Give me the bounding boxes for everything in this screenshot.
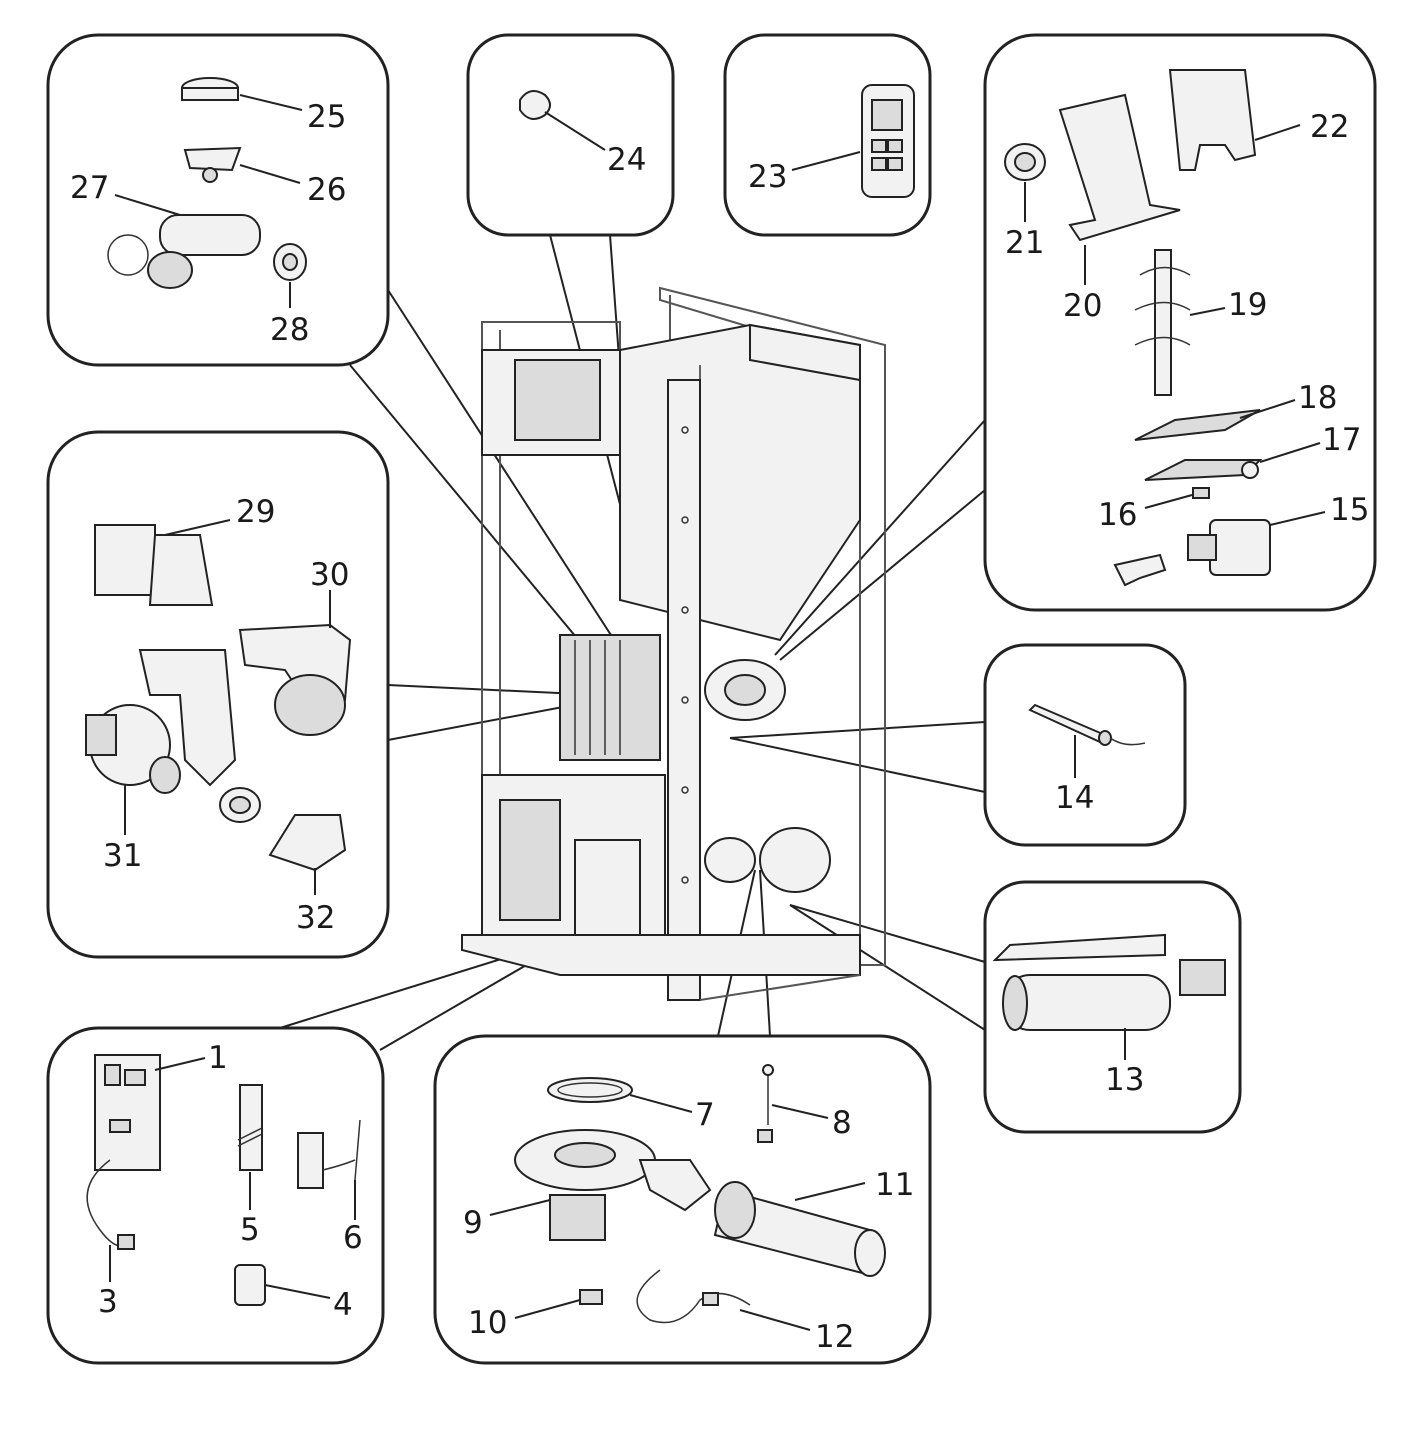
label-15: 15	[1330, 492, 1369, 528]
label-7: 7	[695, 1097, 715, 1133]
label-28: 28	[270, 312, 309, 348]
label-20: 20	[1063, 288, 1102, 324]
label-4: 4	[333, 1287, 353, 1323]
label-9: 9	[463, 1205, 483, 1241]
label-30: 30	[310, 557, 349, 593]
label-21: 21	[1005, 225, 1044, 261]
label-12: 12	[815, 1319, 854, 1355]
label-13: 13	[1105, 1062, 1144, 1098]
label-14: 14	[1055, 780, 1094, 816]
label-16: 16	[1098, 497, 1137, 533]
label-26: 26	[307, 172, 346, 208]
label-17: 17	[1322, 422, 1361, 458]
label-32: 32	[296, 900, 335, 936]
box-part-24	[466, 33, 675, 237]
label-29: 29	[236, 494, 275, 530]
label-25: 25	[307, 99, 346, 135]
stove-frame	[461, 286, 886, 1001]
label-11: 11	[875, 1167, 914, 1203]
label-1: 1	[208, 1040, 228, 1076]
label-5: 5	[240, 1212, 260, 1248]
box-parts-7-12	[433, 1034, 932, 1365]
box-parts-1-6	[46, 1026, 385, 1365]
box-part-14	[983, 643, 1187, 847]
label-22: 22	[1310, 109, 1349, 145]
box-parts-29-32	[46, 430, 390, 959]
box-parts-25-28	[46, 33, 390, 367]
label-10: 10	[468, 1305, 507, 1341]
label-8: 8	[832, 1105, 852, 1141]
box-part-23	[723, 33, 932, 237]
label-19: 19	[1228, 287, 1267, 323]
label-27: 27	[70, 170, 109, 206]
box-part-13	[983, 880, 1242, 1134]
callout-labels: 1 3 4 5 6 7 8 9 10 11 12 13 14 15 16 17 …	[70, 99, 1369, 1355]
label-18: 18	[1298, 380, 1337, 416]
label-31: 31	[103, 838, 142, 874]
label-6: 6	[343, 1220, 363, 1256]
label-23: 23	[748, 159, 787, 195]
label-24: 24	[607, 142, 646, 178]
box-parts-15-22	[983, 33, 1377, 612]
label-3: 3	[98, 1284, 118, 1320]
